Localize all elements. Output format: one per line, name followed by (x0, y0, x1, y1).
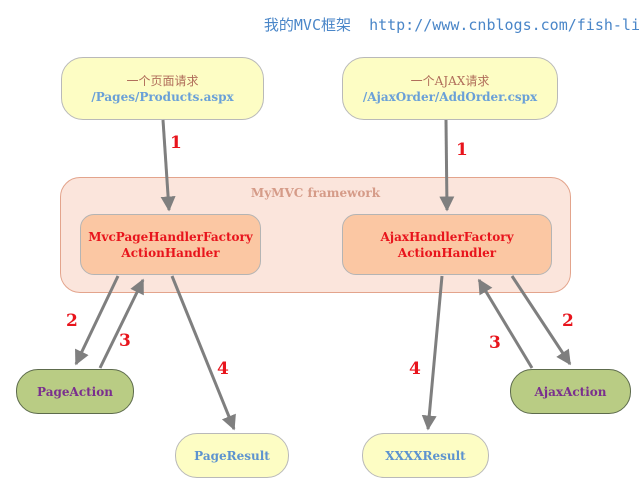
arrow-ajax-request-to-handler (439, 119, 455, 212)
page-result-node: PageResult (175, 433, 289, 478)
page-header: 我的MVC框架 http://www.cnblogs.com/fish-li (0, 14, 640, 35)
arrow-page-handler-to-result (170, 275, 236, 431)
page-handler-line2: ActionHandler (121, 245, 220, 260)
ajax-request-title: 一个AJAX请求 (410, 73, 490, 88)
ajax-handler-line2: ActionHandler (397, 245, 497, 260)
framework-title: MyMVC framework (250, 186, 381, 200)
step-label-left-3: 3 (119, 331, 131, 351)
step-label-right-4: 4 (409, 359, 421, 379)
page-request-path: /Pages/Products.aspx (91, 89, 234, 104)
arrow-ajax-action-to-handler (477, 278, 534, 369)
page-handler-node: MvcPageHandlerFactory ActionHandler (80, 214, 261, 275)
step-label-left-4: 4 (217, 359, 229, 379)
ajax-action-node: AjaxAction (510, 369, 631, 414)
page-action-node: PageAction (16, 369, 134, 414)
step-label-right-1: 1 (456, 140, 468, 160)
ajax-result-label: XXXXResult (385, 448, 466, 463)
arrow-page-request-to-handler (160, 119, 176, 212)
arrow-ajax-handler-to-action (510, 275, 572, 366)
ajax-handler-line1: AjaxHandlerFactory (380, 229, 514, 244)
page-handler-line1: MvcPageHandlerFactory (88, 229, 253, 244)
step-label-right-3: 3 (489, 333, 501, 353)
page-action-label: PageAction (37, 384, 113, 399)
ajax-request-path: /AjaxOrder/AddOrder.cspx (362, 89, 538, 104)
page-result-label: PageResult (194, 448, 270, 463)
step-label-left-1: 1 (170, 133, 182, 153)
step-label-right-2: 2 (562, 311, 574, 331)
arrow-page-handler-to-action (74, 275, 120, 366)
header-url: http://www.cnblogs.com/fish-li (369, 16, 640, 34)
arrow-page-action-to-handler (98, 278, 145, 369)
page-request-title: 一个页面请求 (126, 73, 199, 88)
header-title: 我的MVC框架 (263, 16, 351, 34)
ajax-request-node: 一个AJAX请求 /AjaxOrder/AddOrder.cspx (342, 57, 558, 120)
page-request-node: 一个页面请求 /Pages/Products.aspx (61, 57, 264, 120)
ajax-result-node: XXXXResult (362, 433, 489, 478)
arrow-ajax-handler-to-result (421, 275, 444, 431)
ajax-handler-node: AjaxHandlerFactory ActionHandler (342, 214, 552, 275)
ajax-action-label: AjaxAction (534, 384, 607, 399)
step-label-left-2: 2 (66, 311, 78, 331)
